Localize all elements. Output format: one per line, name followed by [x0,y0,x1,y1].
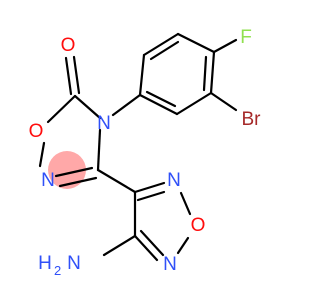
bond-ph-4b [202,55,208,92]
atom-amine-n: N [67,253,81,274]
bond-fz-4 [133,234,159,262]
bond-ph-1 [138,53,146,97]
ring-highlight [48,151,86,189]
atom-oxygen-carbonyl: O [61,35,76,56]
atom-fluorine: F [240,27,252,48]
bond-ph-3 [176,32,216,54]
bond-ph-2 [142,32,180,57]
bond-c-o-ring [46,94,77,124]
atom-bromine: Br [242,109,262,130]
bond-ph-6 [138,93,179,116]
bond-c-n4 [73,94,102,120]
bond-fz-4b [139,229,165,257]
bond-fz-3 [176,236,190,255]
atom-amine-subscript: 2 [54,263,61,278]
atom-oxygen-furazan: O [191,215,206,236]
bond-ph-2b [149,40,180,61]
bond-fz-1b [136,190,166,202]
atom-nitrogen-ring-top: N [97,113,111,134]
bond-carbonyl-2 [72,55,81,95]
atom-oxygen-ring: O [29,121,44,142]
bond-ph-6b [145,90,177,108]
molecule-canvas: O O N N N O N F Br H 2 N [29,27,262,278]
bond-ph-4 [209,50,216,95]
bond-c3-n4 [96,128,102,172]
bond-fz-1 [133,181,166,194]
bond-o-n2 [38,141,46,168]
bond-ph-5 [175,91,213,116]
bond-c-br [209,91,238,112]
bond-c-nh2 [102,234,137,257]
atom-amine-h: H [38,253,52,274]
bond-n4-phenyl [111,93,142,117]
bond-n2-c3 [54,166,94,178]
atom-nitrogen-ring-bottom: N [41,170,55,191]
bond-fz-2 [179,191,192,216]
bond-c3-furazan [96,168,137,194]
bond-c-f [212,38,238,54]
molecule-structure: O O N N N O N F Br H 2 N [29,27,262,278]
atom-nitrogen-furazan-bottom: N [163,254,177,275]
bond-carbonyl-1 [64,56,73,96]
atom-nitrogen-furazan-top: N [167,170,181,191]
bond-n2-c3-double [58,176,98,188]
